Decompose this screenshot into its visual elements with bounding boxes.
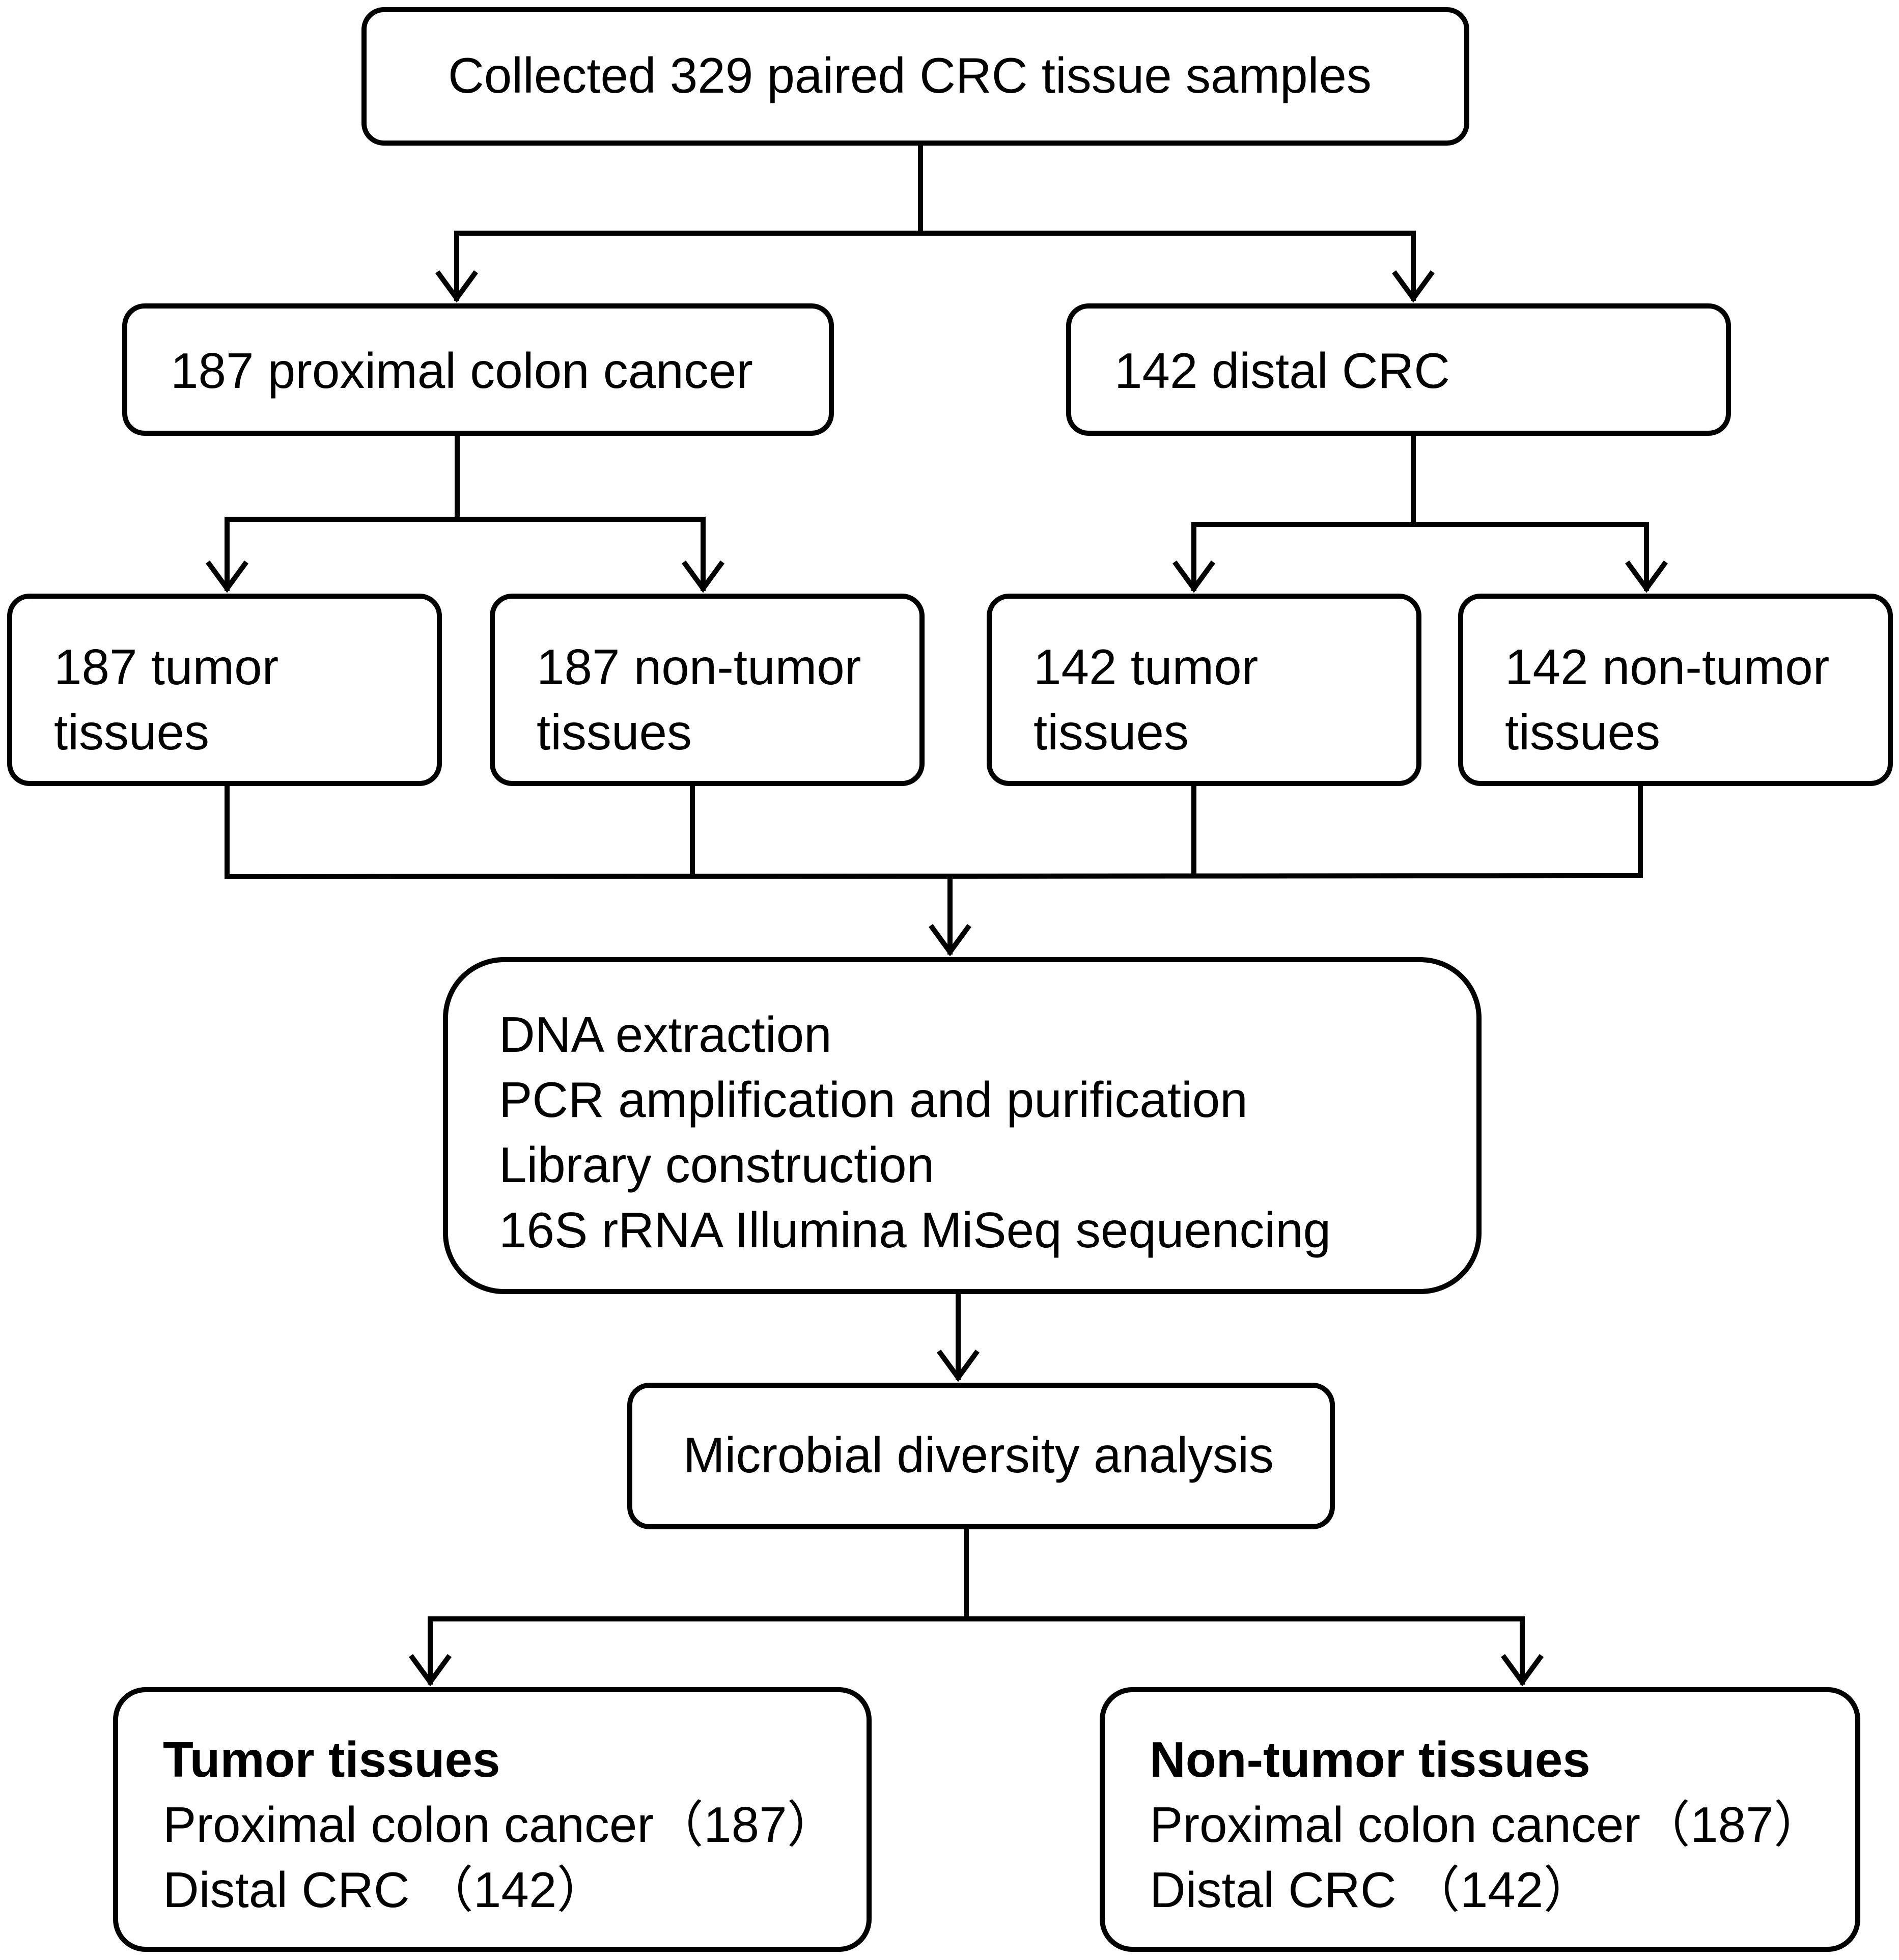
distal-nontumor-label-line1: 142 non-tumor — [1505, 639, 1830, 695]
connector-merge-bar — [224, 873, 1643, 880]
arrowhead-sequencing — [929, 924, 971, 957]
distal-nontumor-label-line2: tissues — [1505, 704, 1661, 760]
proximal-tumor-label-line1: 187 tumor — [54, 639, 279, 695]
distal-nontumor-tissues-box: 142 non-tumor tissues — [1458, 594, 1893, 786]
nontumor-tissues-group-box: Non-tumor tissues Proximal colon cancer（… — [1100, 1687, 1860, 1952]
proximal-nontumor-label-line1: 187 non-tumor — [537, 639, 861, 695]
nontumor-group-proximal: Proximal colon cancer（187） — [1150, 1797, 1824, 1853]
tumor-group-title: Tumor tissues — [163, 1731, 500, 1787]
proximal-tumor-label-line2: tissues — [54, 704, 210, 760]
sequencing-step-library: Library construction — [499, 1137, 935, 1193]
collected-samples-box: Collected 329 paired CRC tissue samples — [361, 7, 1469, 146]
microbial-diversity-box: Microbial diversity analysis — [627, 1383, 1335, 1529]
arrowhead-dist-nontumor — [1625, 561, 1668, 593]
sequencing-step-pcr: PCR amplification and purification — [499, 1072, 1248, 1128]
proximal-colon-cancer-label: 187 proximal colon cancer — [171, 343, 753, 399]
collected-samples-label: Collected 329 paired CRC tissue samples — [448, 47, 1372, 103]
arrowhead-prox-nontumor — [682, 561, 724, 593]
tumor-group-proximal: Proximal colon cancer（187） — [163, 1797, 837, 1853]
proximal-colon-cancer-box: 187 proximal colon cancer — [122, 303, 834, 436]
distal-tumor-tissues-box: 142 tumor tissues — [987, 594, 1421, 786]
arrowhead-proximal — [435, 270, 478, 303]
sequencing-steps-box: DNA extraction PCR amplification and pur… — [443, 957, 1482, 1294]
proximal-nontumor-tissues-box: 187 non-tumor tissues — [490, 594, 925, 786]
microbial-diversity-label: Microbial diversity analysis — [683, 1427, 1274, 1483]
tumor-tissues-group-box: Tumor tissues Proximal colon cancer（187）… — [113, 1687, 872, 1952]
nontumor-group-title: Non-tumor tissues — [1150, 1731, 1590, 1787]
distal-tumor-label-line1: 142 tumor — [1034, 639, 1259, 695]
distal-tumor-label-line2: tissues — [1034, 704, 1189, 760]
arrowhead-distal — [1392, 270, 1435, 303]
arrowhead-tumor-group — [409, 1654, 452, 1687]
nontumor-group-distal: Distal CRC （142） — [1150, 1862, 1594, 1918]
sequencing-step-16s-miseq: 16S rRNA Illumina MiSeq sequencing — [499, 1202, 1331, 1258]
tumor-group-distal: Distal CRC （142） — [163, 1862, 607, 1918]
arrowhead-dist-tumor — [1172, 561, 1215, 593]
distal-crc-label: 142 distal CRC — [1114, 343, 1450, 399]
arrowhead-prox-tumor — [206, 561, 248, 593]
arrowhead-nontumor-group — [1501, 1654, 1544, 1687]
proximal-nontumor-label-line2: tissues — [537, 704, 692, 760]
proximal-tumor-tissues-box: 187 tumor tissues — [7, 594, 442, 786]
arrowhead-diversity — [937, 1350, 980, 1382]
distal-crc-box: 142 distal CRC — [1066, 303, 1731, 436]
sequencing-step-dna-extraction: DNA extraction — [499, 1006, 832, 1062]
